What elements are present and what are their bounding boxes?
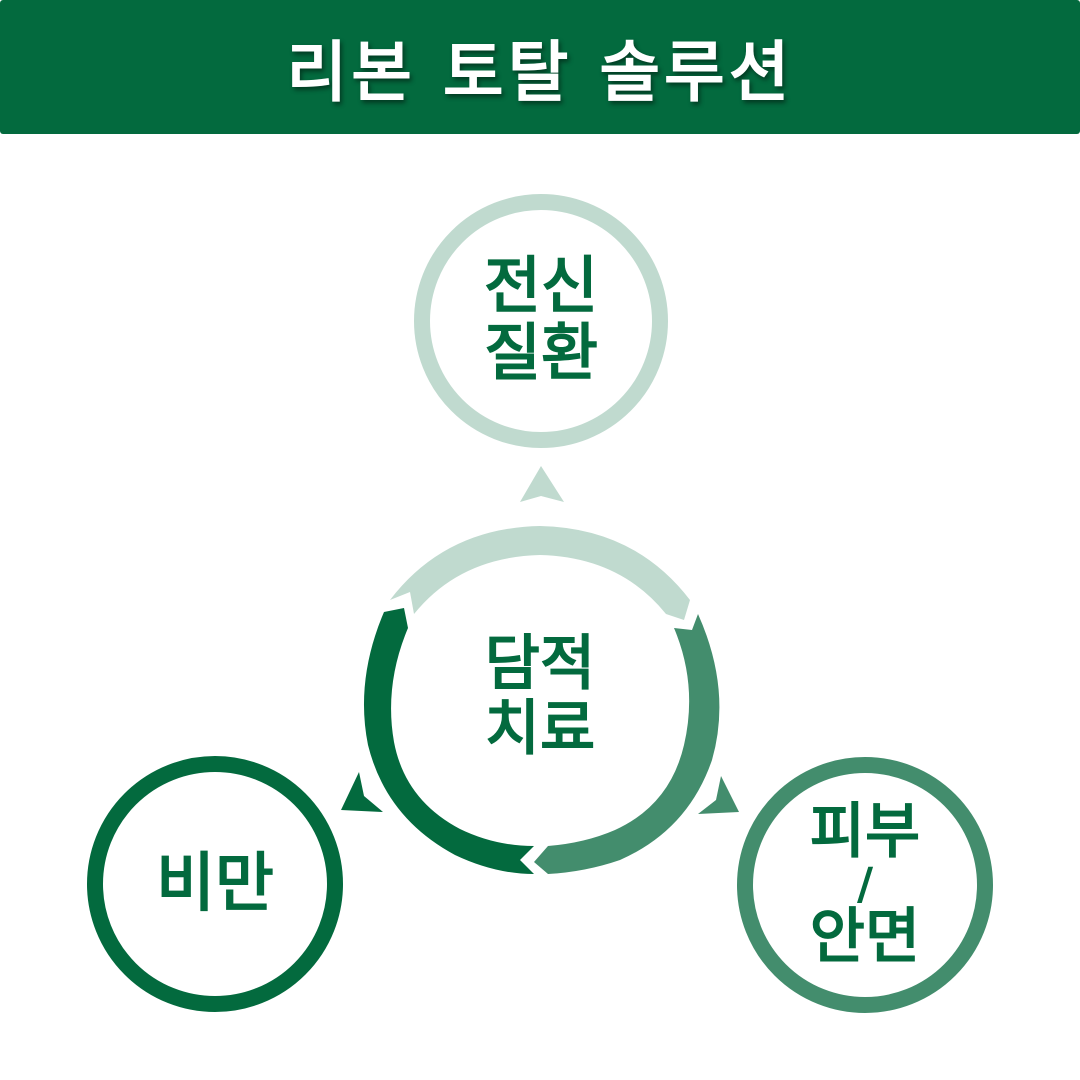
cycle-arc-top bbox=[390, 526, 690, 620]
pointer-arrow-left bbox=[341, 772, 383, 812]
pointer-arrow-top bbox=[520, 466, 564, 502]
node-left-line1: 비만 bbox=[156, 846, 274, 922]
cycle-arc-right bbox=[534, 614, 720, 874]
node-right-line1: 피부 bbox=[809, 797, 921, 868]
node-label-left: 비만 bbox=[125, 834, 305, 934]
cycle-arc-left bbox=[363, 608, 534, 874]
page-title: 리본 토탈 솔루션 bbox=[286, 34, 794, 111]
node-ring-top bbox=[414, 194, 668, 448]
center-label-line2: 치료 bbox=[484, 694, 596, 764]
node-ring-left bbox=[87, 756, 343, 1012]
center-label: 담적 치료 bbox=[440, 612, 640, 782]
node-top-line2: 질환 bbox=[483, 316, 599, 389]
node-top-line1: 전신 bbox=[483, 249, 599, 323]
node-right-line2: / bbox=[856, 859, 874, 911]
node-ring-right bbox=[737, 757, 993, 1013]
node-label-top: 전신 질환 bbox=[441, 230, 641, 410]
center-label-line1: 담적 bbox=[484, 629, 596, 700]
pointer-arrow-right bbox=[698, 776, 739, 814]
title-banner: 리본 토탈 솔루션 bbox=[0, 0, 1080, 134]
node-right-line3: 안면 bbox=[809, 901, 921, 972]
node-label-right: 피부 / 안면 bbox=[770, 790, 960, 980]
